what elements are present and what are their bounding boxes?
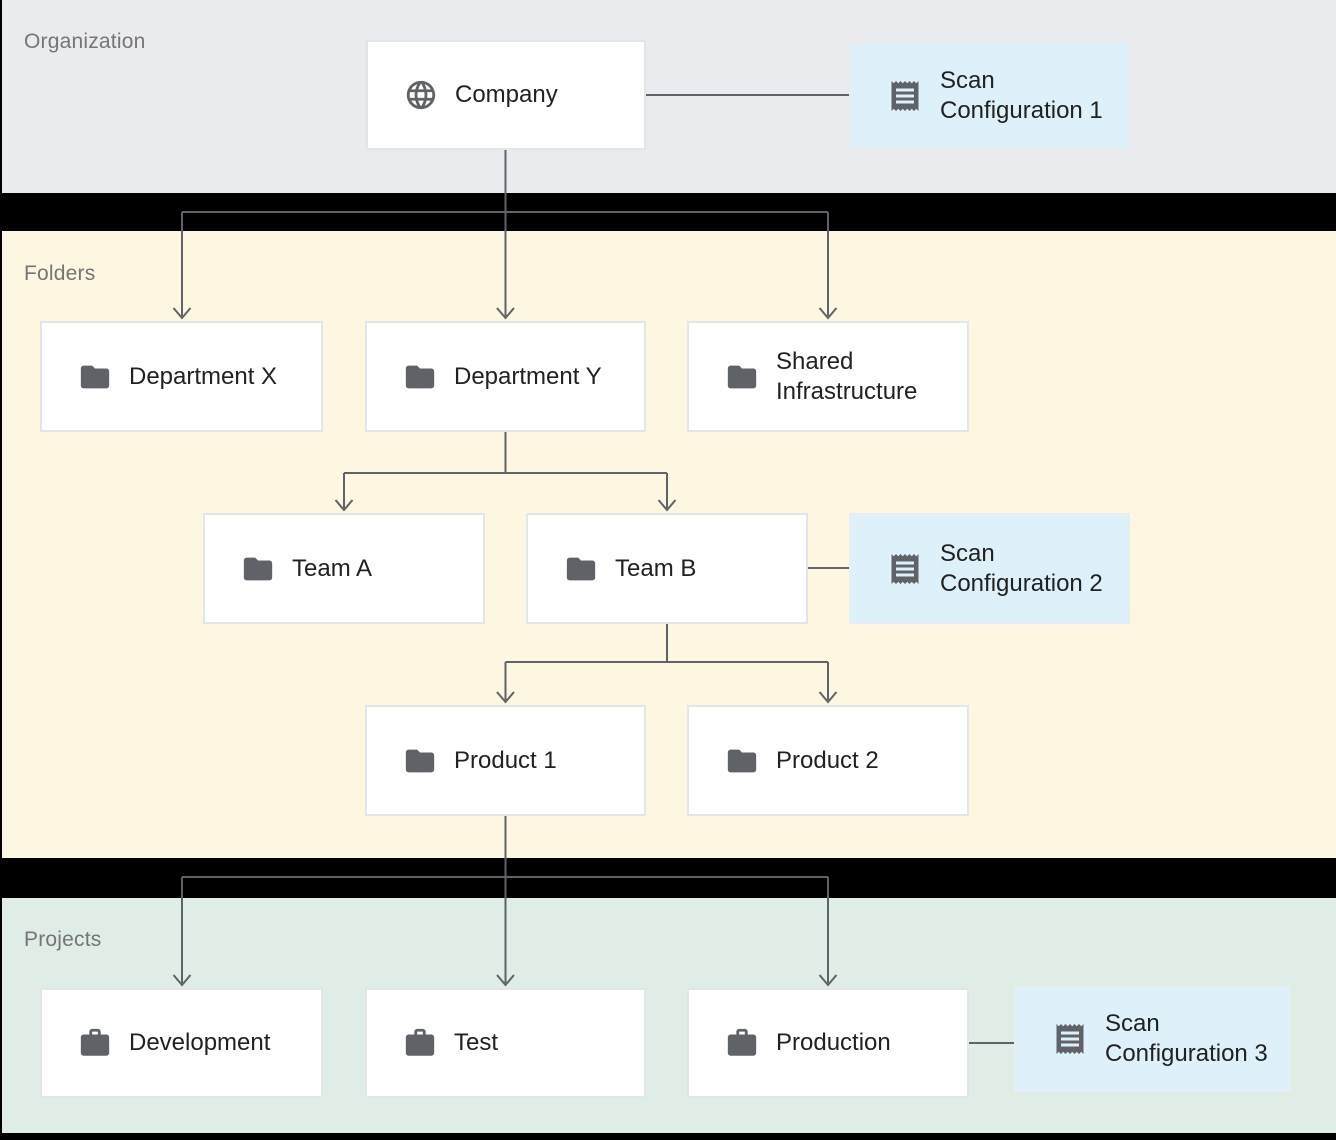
node-label: Product 2 (776, 746, 879, 774)
node-department-x: Department X (40, 321, 323, 432)
node-label: Team A (292, 554, 373, 582)
node-development: Development (40, 988, 323, 1098)
node-label: Shared Infrastructure (776, 347, 918, 405)
node-label: Product 1 (454, 746, 557, 774)
node-label: Company (455, 81, 558, 108)
node-label: Production (776, 1029, 891, 1056)
node-department-y: Department Y (365, 321, 646, 432)
node-scan-config-3: Scan Configuration 3 (1014, 986, 1291, 1092)
folder-icon (241, 552, 275, 586)
node-product-2: Product 2 (687, 705, 969, 816)
projects-band-label: Projects (24, 928, 102, 951)
node-company: Company (366, 40, 646, 150)
briefcase-icon (78, 1026, 112, 1060)
node-test: Test (365, 988, 646, 1098)
node-label: Development (129, 1029, 271, 1056)
folder-icon (78, 360, 112, 394)
receipt-icon (1052, 1021, 1088, 1057)
node-production: Production (687, 988, 969, 1098)
node-label: Scan Configuration 1 (940, 66, 1103, 124)
node-scan-config-1: Scan Configuration 1 (849, 42, 1130, 149)
node-shared-infrastructure: Shared Infrastructure (687, 321, 969, 432)
organization-band-label: Organization (24, 30, 146, 53)
node-label: Department X (129, 362, 278, 390)
folder-icon (403, 744, 437, 778)
node-label: Scan Configuration 3 (1105, 1010, 1268, 1067)
node-label: Scan Configuration 2 (940, 539, 1103, 597)
node-team-b: Team B (526, 513, 808, 624)
folder-icon (403, 360, 437, 394)
globe-icon (404, 78, 438, 112)
node-label: Team B (615, 554, 697, 582)
node-product-1: Product 1 (365, 705, 646, 816)
node-label: Department Y (454, 362, 602, 390)
receipt-icon (887, 78, 923, 114)
node-label: Test (454, 1029, 499, 1056)
organization-band (2, 0, 1336, 193)
folders-band-label: Folders (24, 262, 96, 285)
node-team-a: Team A (203, 513, 485, 624)
briefcase-icon (403, 1026, 437, 1060)
node-scan-config-2: Scan Configuration 2 (849, 513, 1130, 624)
folder-icon (725, 744, 759, 778)
receipt-icon (887, 551, 923, 587)
briefcase-icon (725, 1026, 759, 1060)
folder-icon (725, 360, 759, 394)
folder-icon (564, 552, 598, 586)
